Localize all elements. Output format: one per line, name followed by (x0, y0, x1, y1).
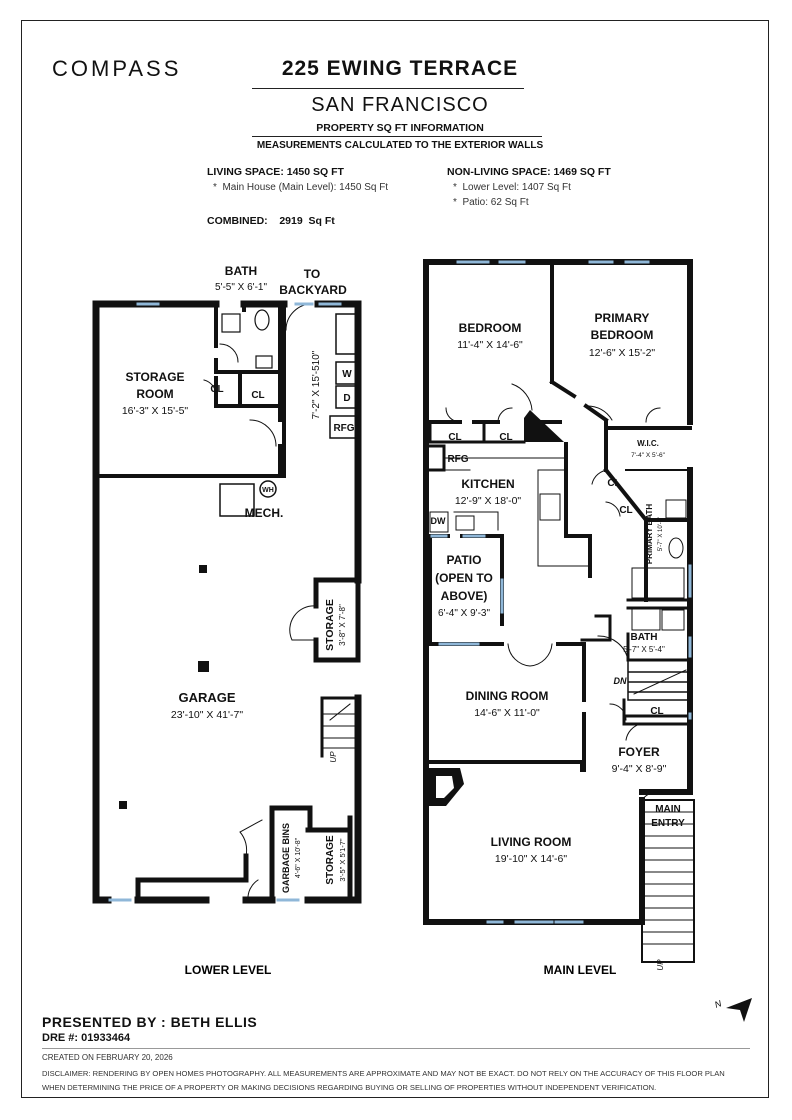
storage-room-label-1: STORAGE (125, 370, 184, 384)
bath-label: BATH (630, 632, 657, 643)
kitchen-dimensions: 12'-9" X 18'-0" (455, 495, 522, 507)
subtitle-divider (252, 136, 542, 137)
kitchen-label: KITCHEN (461, 477, 514, 491)
living-room-dimensions: 19'-10" X 14'-6" (495, 853, 567, 865)
bath-label: BATH (225, 264, 257, 278)
garage-label: GARAGE (178, 690, 235, 705)
to-backyard-label-2: BACKYARD (279, 283, 347, 297)
storage-dimensions: 3'-5" X 5'1-7" (338, 838, 347, 882)
foyer-dimensions: 9'-4" X 8'-9" (612, 763, 667, 775)
sqft-subtitle: PROPERTY SQ FT INFORMATION (316, 122, 484, 134)
title-divider (252, 88, 524, 89)
living-room-label: LIVING ROOM (491, 835, 572, 849)
primary-bedroom-dimensions: 12'-6" X 15'-2" (589, 347, 656, 359)
nonliving-item-lower: * Lower Level: 1407 Sq Ft (453, 182, 571, 193)
dryer-label: D (343, 393, 350, 404)
disclaimer-line-1: DISCLAIMER: RENDERING BY OPEN HOMES PHOT… (42, 1069, 725, 1078)
presented-by: PRESENTED BY : BETH ELLIS (42, 1014, 258, 1030)
closet-label: CL (607, 478, 620, 489)
closet-label: CL (251, 390, 264, 401)
nonliving-item-text: Patio: 62 Sq Ft (462, 197, 529, 208)
primary-bedroom-label-2: BEDROOM (591, 328, 654, 342)
main-entry-label-2: ENTRY (651, 818, 685, 829)
stairs-down-label: DN (614, 676, 627, 686)
stairs-up-label: UP (329, 751, 338, 763)
walk-in-closet-label: W.I.C. (637, 439, 659, 448)
water-heater-label: WH (262, 487, 274, 494)
patio-label-1: PATIO (447, 553, 482, 567)
patio-label-2: (OPEN TO (435, 571, 493, 585)
main-level-labels: BEDROOM 11'-4" X 14'-6" PRIMARY BEDROOM … (431, 311, 686, 971)
living-item-text: Main House (Main Level): 1450 Sq Ft (222, 182, 389, 193)
stairs-up-label: UP (656, 959, 665, 971)
primary-bedroom-label-1: PRIMARY (595, 311, 650, 325)
bath-dimensions: 5'-5" X 6'-1" (215, 282, 268, 293)
living-space-title: LIVING SPACE: 1450 SQ FT (207, 166, 344, 178)
refrigerator-label: RFG (447, 454, 468, 465)
garbage-bins-label: GARBAGE BINS (281, 823, 291, 893)
closet-label: CL (650, 706, 663, 717)
main-level-plan (423, 259, 695, 963)
refrigerator-label: RFG (333, 423, 354, 434)
storage-room-dimensions: 16'-3" X 15'-5" (122, 405, 189, 417)
storage-closet-dimensions: 3'-8" X 7'-8" (338, 604, 347, 646)
lower-level-caption: LOWER LEVEL (185, 963, 272, 977)
patio-dimensions: 6'-4" X 9'-3" (438, 608, 491, 619)
created-date: CREATED ON FEBRUARY 20, 2026 (42, 1053, 173, 1062)
hallway-dimensions: 7'-2" X 15'-510" (311, 350, 322, 419)
footer-divider (42, 1048, 750, 1049)
storage-label: STORAGE (325, 835, 336, 885)
main-entry-label-1: MAIN (655, 804, 681, 815)
dishwasher-label: DW (431, 516, 446, 526)
primary-bath-dimensions: 5'-7" X 10'-2" (658, 517, 664, 552)
north-arrow-icon: N (713, 998, 752, 1022)
storage-closet-label: STORAGE (324, 599, 336, 651)
nonliving-item-text: Lower Level: 1407 Sq Ft (462, 182, 571, 193)
closet-label: CL (499, 432, 512, 443)
measurement-note: MEASUREMENTS CALCULATED TO THE EXTERIOR … (256, 140, 544, 151)
bedroom-label: BEDROOM (459, 321, 522, 335)
patio-label-3: ABOVE) (441, 589, 488, 603)
closet-label: CL (210, 384, 223, 395)
primary-bath-label: PRIMARY BATH (645, 504, 654, 565)
to-backyard-label-1: TO (304, 267, 320, 281)
nonliving-space-title: NON-LIVING SPACE: 1469 SQ FT (447, 166, 611, 178)
lower-level-plan (92, 300, 362, 904)
main-level-caption: MAIN LEVEL (544, 963, 617, 977)
foyer-label: FOYER (618, 745, 660, 759)
garage-dimensions: 23'-10" X 41'-7" (171, 709, 243, 721)
page-border (21, 20, 769, 1098)
property-address: 225 EWING TERRACE (281, 57, 519, 80)
property-city: SAN FRANCISCO (311, 94, 489, 116)
garbage-bins-dimensions: 4'-6" X 10'-8" (295, 837, 302, 878)
compass-logo: COMPASS (52, 56, 182, 81)
mechanical-label: MECH. (245, 506, 284, 520)
living-space-item: * Main House (Main Level): 1450 Sq Ft (213, 182, 389, 193)
closet-label: CL (448, 432, 461, 443)
walk-in-closet-dimensions: 7'-4" X 5'-6" (631, 452, 666, 459)
north-label: N (713, 998, 723, 1010)
combined-total: COMBINED: 2919 Sq Ft (207, 215, 335, 227)
bath-dimensions: 5'-7" X 5'-4" (623, 645, 665, 654)
dining-room-dimensions: 14'-6" X 11'-0" (474, 707, 540, 719)
closet-label: CL (619, 505, 632, 516)
disclaimer: DISCLAIMER: RENDERING BY OPEN HOMES PHOT… (42, 1067, 762, 1095)
nonliving-item-patio: * Patio: 62 Sq Ft (453, 197, 529, 208)
bedroom-dimensions: 11'-4" X 14'-6" (457, 339, 523, 351)
lower-level-labels: BATH 5'-5" X 6'-1" TO BACKYARD STORAGE R… (122, 264, 355, 893)
storage-room-label-2: ROOM (136, 387, 173, 401)
washer-label: W (342, 369, 352, 380)
dre-number: DRE #: 01933464 (42, 1032, 131, 1044)
disclaimer-line-2: WHEN DETERMINING THE PRICE OF A PROPERTY… (42, 1083, 657, 1092)
dining-room-label: DINING ROOM (466, 689, 549, 703)
